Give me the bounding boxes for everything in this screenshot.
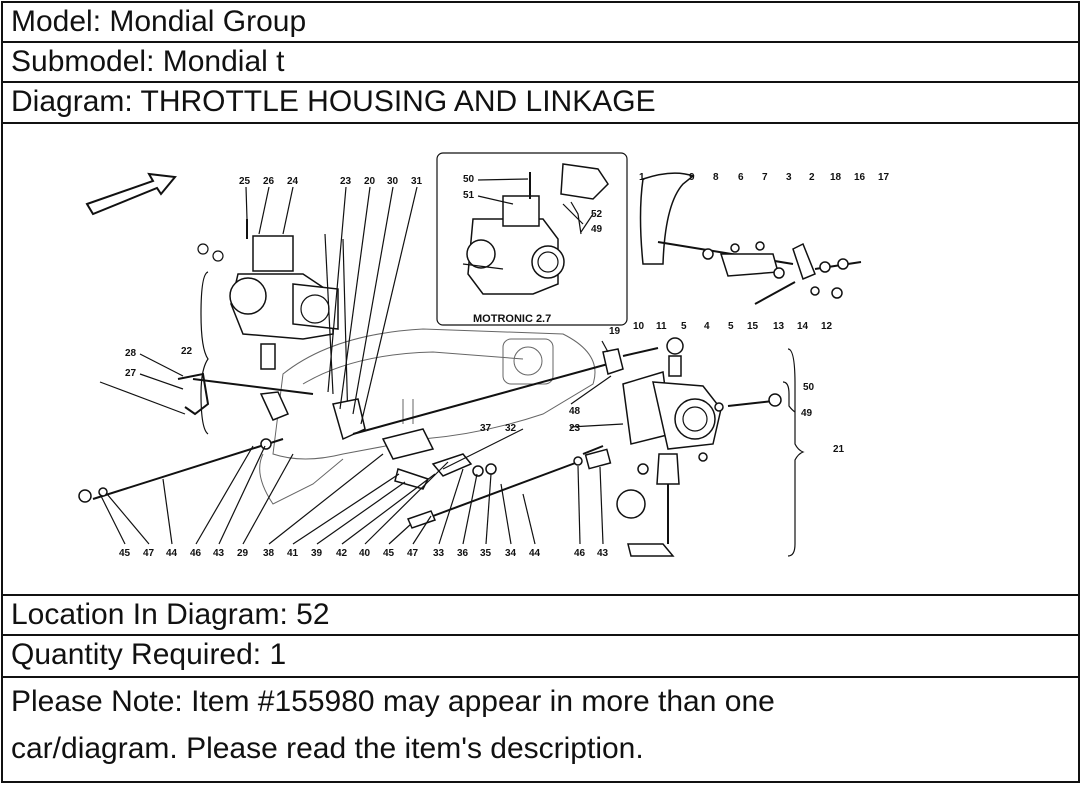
callout-2: 2 [809,172,815,183]
callout-51: 51 [463,190,475,201]
center-rod [352,347,659,435]
callout-28: 28 [125,348,137,359]
callout-12: 12 [821,321,833,332]
callout-34: 34 [505,548,517,559]
callout-7: 7 [762,172,768,183]
diagram-title-row: Diagram: THROTTLE HOUSING AND LINKAGE [3,83,1078,124]
callout-15: 15 [747,321,759,332]
callout-44: 44 [166,548,178,559]
callout-5-left: 5 [681,321,687,332]
exploded-parts-diagram: MOTRONIC 2.7 [3,124,1078,596]
quantity-row: Quantity Required: 1 [3,636,1078,678]
submodel-row: Submodel: Mondial t [3,43,1078,83]
callout-21: 21 [833,444,845,455]
callout-38: 38 [263,548,275,559]
inset-caption: MOTRONIC 2.7 [473,313,551,325]
callout-27: 27 [125,368,137,379]
callout-16: 16 [854,172,866,183]
callout-19: 19 [609,326,621,337]
callout-49-inset: 49 [591,224,603,235]
callout-35: 35 [480,548,492,559]
bottom-leader-lines [100,445,604,545]
callout-32: 32 [505,423,517,434]
right-throttle-body [582,337,805,557]
callout-45: 45 [119,548,131,559]
leader-lines [99,178,624,470]
callout-8: 8 [713,172,719,183]
callout-11: 11 [656,321,667,332]
callout-37: 37 [480,423,492,434]
callout-43: 43 [213,548,225,559]
callout-9: 9 [689,172,695,183]
callout-46-right: 46 [574,548,586,559]
callout-23: 23 [340,176,352,187]
callout-1: 1 [639,172,645,183]
intake-manifold [259,328,596,505]
callout-46: 46 [190,548,202,559]
callout-18: 18 [830,172,842,183]
callout-29: 29 [237,548,249,559]
left-throttle-body [197,219,339,435]
callout-52: 52 [591,209,603,220]
callout-47-right: 47 [407,548,419,559]
callout-49: 49 [801,408,813,419]
callout-44-right: 44 [529,548,541,559]
callout-36: 36 [457,548,469,559]
callout-13: 13 [773,321,785,332]
callout-39: 39 [311,548,323,559]
callout-22: 22 [181,346,193,357]
throttle-linkage-drawing: MOTRONIC 2.7 [78,152,890,559]
callout-50-inset: 50 [463,174,475,185]
callout-4: 4 [704,321,710,332]
note-line-1: Please Note: Item #155980 may appear in … [11,685,775,718]
location-row: Location In Diagram: 52 [3,596,1078,636]
callout-43-right: 43 [597,548,609,559]
pedal-assembly [639,172,862,305]
callout-3: 3 [786,172,792,183]
callout-26: 26 [263,176,275,187]
direction-arrow [85,172,177,216]
callout-labels: 25 26 24 23 20 30 31 22 28 27 50 51 52 4… [119,172,890,559]
callout-25: 25 [239,176,251,187]
callout-5-right: 5 [728,321,734,332]
note-row: Please Note: Item #155980 may appear in … [3,678,1078,781]
callout-14: 14 [797,321,809,332]
callout-23-right: 23 [569,423,581,434]
callout-50: 50 [803,382,815,393]
callout-30: 30 [387,176,399,187]
model-row: Model: Mondial Group [3,3,1078,43]
callout-17: 17 [878,172,890,183]
callout-6: 6 [738,172,744,183]
callout-31: 31 [411,176,423,187]
callout-45-right: 45 [383,548,395,559]
motronic-inset: MOTRONIC 2.7 [436,152,628,326]
callout-24: 24 [287,176,299,187]
note-line-2: car/diagram. Please read the item's desc… [11,732,644,765]
callout-10: 10 [633,321,645,332]
callout-42: 42 [336,548,348,559]
callout-48: 48 [569,406,581,417]
callout-20: 20 [364,176,376,187]
callout-41: 41 [287,548,299,559]
callout-40: 40 [359,548,371,559]
callout-47: 47 [143,548,155,559]
callout-33: 33 [433,548,445,559]
